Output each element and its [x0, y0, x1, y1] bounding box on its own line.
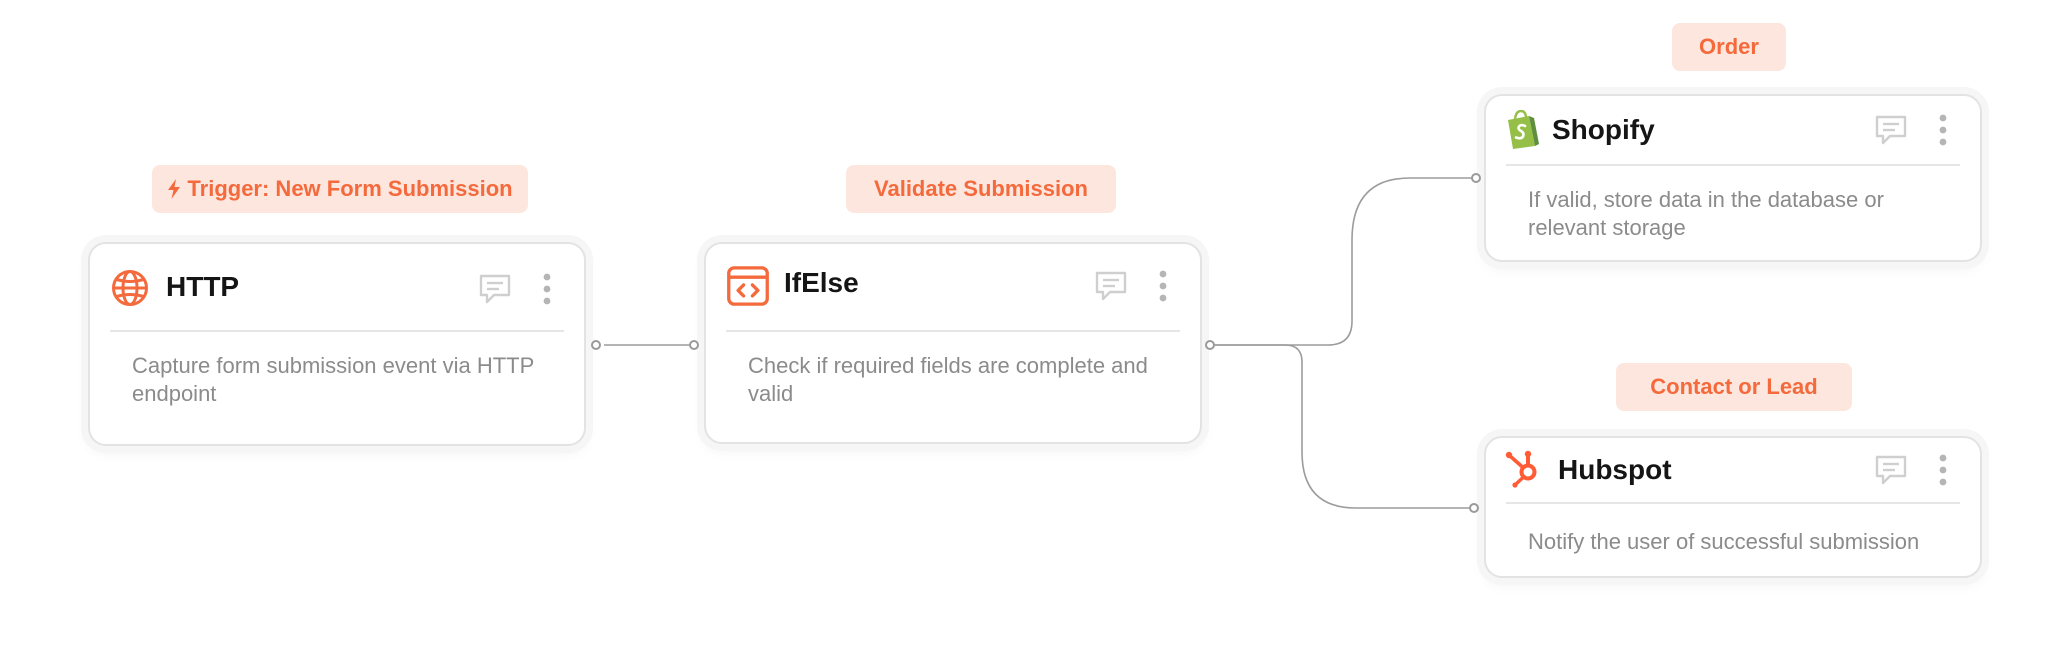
output-port-ifelse[interactable]	[1205, 340, 1215, 350]
node-description: Check if required fields are complete an…	[748, 353, 1148, 406]
node-title: HTTP	[166, 271, 240, 302]
node-description: If valid, store data in the database or …	[1528, 187, 1884, 240]
node-header: HTTP	[110, 244, 564, 332]
tag-trigger-new-form-submission: Trigger: New Form Submission	[152, 165, 528, 213]
more-vertical-icon[interactable]	[1158, 269, 1168, 303]
comment-icon[interactable]	[478, 273, 512, 305]
node-description: Capture form submission event via HTTP e…	[132, 353, 534, 406]
comment-icon[interactable]	[1874, 114, 1908, 146]
input-port-ifelse[interactable]	[689, 340, 699, 350]
node-header: IfElse	[726, 244, 1180, 332]
tag-label: Validate Submission	[874, 176, 1088, 201]
more-vertical-icon[interactable]	[542, 272, 552, 306]
tag-label: Contact or Lead	[1650, 374, 1818, 399]
node-title: IfElse	[784, 267, 859, 298]
tag-validate-submission: Validate Submission	[846, 165, 1116, 213]
comment-icon[interactable]	[1094, 270, 1128, 302]
more-vertical-icon[interactable]	[1938, 113, 1948, 147]
globe-icon	[112, 270, 148, 306]
node-title: Hubspot	[1558, 454, 1672, 485]
node-card-http[interactable]: HTTP Capture form submission event via H…	[88, 242, 586, 446]
tag-label: Trigger: New Form Submission	[187, 176, 513, 201]
input-port-hubspot[interactable]	[1469, 503, 1479, 513]
hubspot-sprocket-icon	[1505, 450, 1537, 488]
tag-label: Order	[1699, 34, 1759, 59]
tag-contact-or-lead: Contact or Lead	[1616, 363, 1852, 411]
node-header: Shopify	[1506, 96, 1960, 166]
lightning-icon	[168, 179, 181, 199]
output-port-http[interactable]	[591, 340, 601, 350]
code-branch-icon	[727, 266, 769, 306]
edge-ifelse-to-hubspot	[1214, 344, 1473, 509]
node-title: Shopify	[1552, 114, 1655, 145]
node-header: Hubspot	[1505, 438, 1960, 504]
tag-order: Order	[1672, 23, 1786, 71]
more-vertical-icon[interactable]	[1938, 453, 1948, 487]
comment-icon[interactable]	[1874, 454, 1908, 486]
shopify-bag-icon	[1508, 110, 1539, 149]
node-card-shopify[interactable]: Shopify If valid, store data in the data…	[1484, 94, 1982, 262]
node-description: Notify the user of successful submission	[1528, 529, 1920, 554]
node-card-hubspot[interactable]: Hubspot Notify the user of successful su…	[1484, 436, 1982, 578]
input-port-shopify[interactable]	[1471, 173, 1481, 183]
node-card-ifelse[interactable]: IfElse Check if required fields are comp…	[704, 242, 1202, 444]
edge-ifelse-to-shopify	[1214, 177, 1475, 346]
